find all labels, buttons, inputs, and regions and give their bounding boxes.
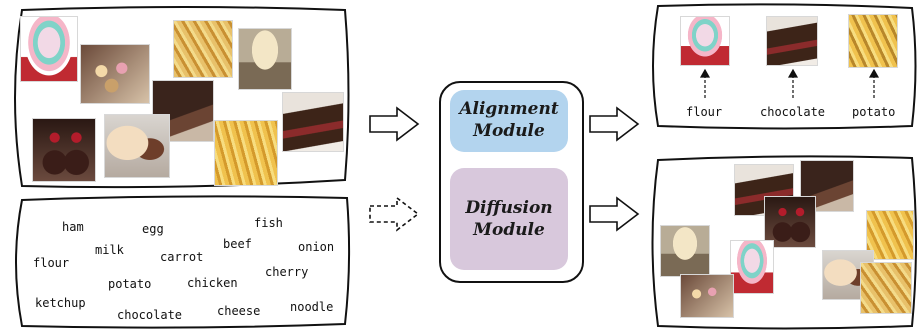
photo-mini-cupcakes (80, 44, 150, 104)
gen-chocolate-cupcakes (764, 196, 816, 248)
aligned-output-frame (652, 3, 917, 130)
arrow-images-to-model (369, 106, 420, 142)
label-to-image-arrows (699, 68, 880, 98)
word-potato: potato (108, 277, 152, 291)
alignment-label-line1: Alignment (459, 99, 559, 119)
word-chocolate: chocolate (117, 308, 183, 322)
photo-chocolate-cupcakes (32, 118, 96, 182)
diffusion-label-line1: Diffusion (465, 198, 553, 218)
diffusion-label-line2: Module (473, 220, 545, 240)
output-fries (848, 14, 898, 68)
image-collection-frame (14, 6, 350, 189)
photo-layer-cake (282, 92, 344, 152)
gen-mini-cupcakes (680, 274, 734, 318)
gen-fries-2 (860, 262, 912, 314)
alignment-module-label: Alignment Module (450, 98, 568, 142)
word-milk: milk (95, 243, 124, 257)
word-ham: ham (62, 220, 84, 234)
alignment-module-box (450, 90, 568, 152)
word-ketchup: ketchup (35, 296, 86, 310)
gen-fries (866, 210, 914, 260)
diffusion-module-box (450, 168, 568, 270)
diffusion-module-label: Diffusion Module (450, 197, 568, 241)
word-egg: egg (142, 222, 164, 236)
generated-output-frame (651, 155, 917, 330)
label-flour: flour (686, 105, 723, 119)
alignment-label-line2: Module (473, 121, 545, 141)
photo-fries (173, 20, 233, 78)
arrow-words-to-model (369, 196, 420, 232)
word-carrot: carrot (160, 250, 204, 264)
photo-plate-meal (104, 114, 170, 178)
gen-cream-cupcake (660, 225, 710, 277)
word-flour: flour (33, 256, 70, 270)
gen-cupcake (730, 240, 774, 294)
label-potato: potato (852, 105, 896, 119)
word-fish: fish (254, 216, 283, 230)
word-chicken: chicken (187, 276, 238, 290)
word-onion: onion (298, 240, 335, 254)
arrow-model-to-generated (589, 196, 640, 232)
word-cherry: cherry (265, 265, 309, 279)
concept-words-frame (15, 195, 351, 329)
label-chocolate: chocolate (760, 105, 826, 119)
word-beef: beef (223, 237, 252, 251)
photo-fries-2 (214, 120, 278, 186)
word-cheese: cheese (217, 304, 261, 318)
photo-cream-cupcake (238, 28, 292, 90)
photo-cupcake (20, 16, 78, 82)
output-chocolate-cake (766, 16, 818, 66)
arrow-model-to-aligned (589, 106, 640, 142)
word-noodle: noodle (290, 300, 334, 314)
output-cupcake (680, 16, 730, 66)
